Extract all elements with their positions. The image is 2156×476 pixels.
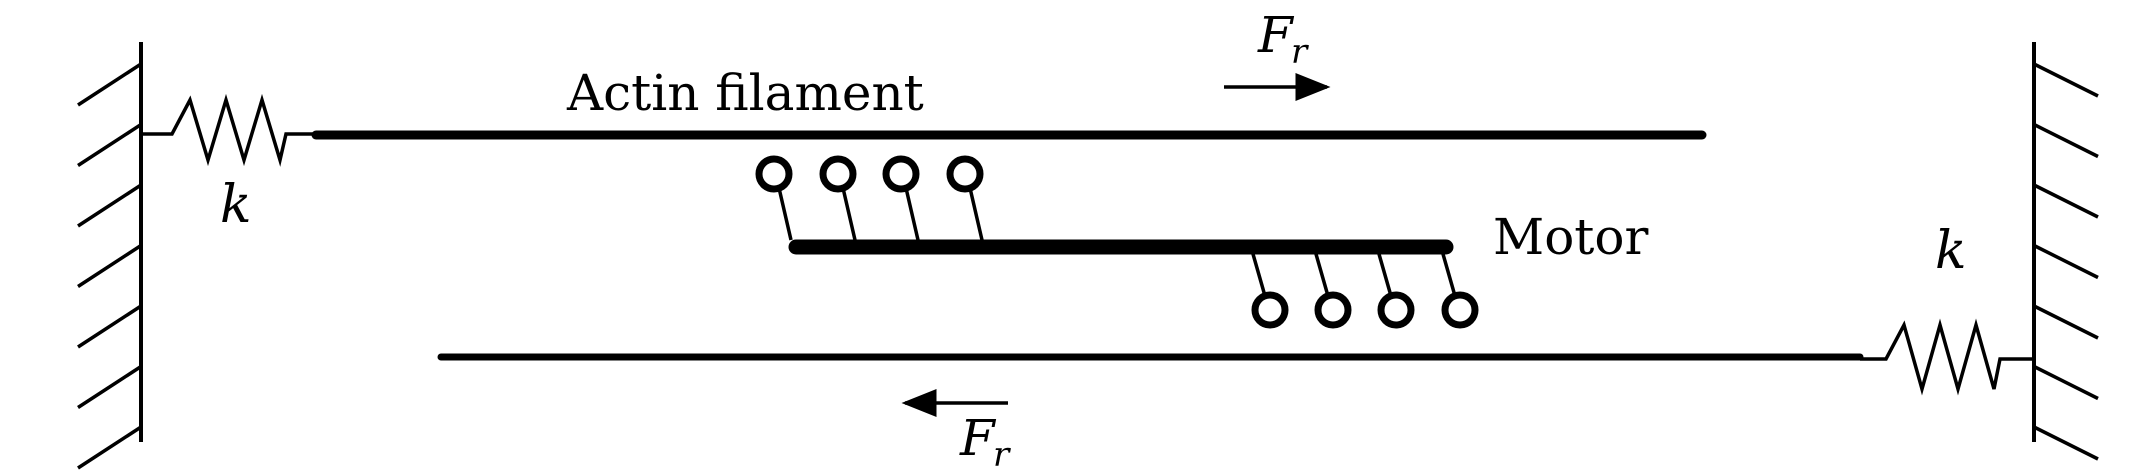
force-label-top-main: F: [1257, 6, 1295, 64]
right-wall-hatch: [2033, 183, 2099, 219]
left-wall-hatch: [77, 123, 142, 167]
force-label-bottom-main: F: [959, 409, 997, 467]
lower-motor-head: [1251, 291, 1289, 329]
lower-motor-head-neck: [1441, 253, 1457, 297]
actin-filament-label: Actin filament: [566, 64, 924, 122]
right-wall-hatch: [2033, 425, 2099, 461]
right-wall-hatch: [2033, 243, 2099, 280]
upper-motor-head-neck: [904, 187, 920, 241]
left-wall-hatches: [77, 62, 142, 470]
right-wall-hatch: [2033, 122, 2099, 159]
lower-motor-head-neck: [1251, 253, 1267, 297]
lower-motor-head-neck: [1314, 253, 1330, 297]
spring-constant-left-label: k: [220, 175, 252, 235]
left-spring: [141, 93, 316, 167]
upper-motor-head: [882, 155, 920, 193]
upper-motor-heads: [755, 155, 984, 241]
lower-motor-head: [1377, 291, 1415, 329]
upper-motor-head-neck: [777, 187, 793, 241]
upper-motor-head: [819, 155, 857, 193]
upper-motor-head-neck: [841, 187, 857, 241]
lower-motor-head-neck: [1377, 253, 1393, 297]
upper-motor-head: [946, 155, 984, 193]
upper-motor-head: [755, 155, 793, 193]
force-label-top: F r: [1257, 6, 1309, 72]
lower-motor-heads: [1251, 253, 1479, 329]
right-wall: [2032, 42, 2099, 461]
right-wall-hatch: [2033, 364, 2099, 401]
left-wall-hatch: [77, 62, 142, 107]
left-wall-hatch: [77, 244, 142, 288]
right-spring: [1860, 318, 2034, 396]
right-wall-hatch: [2033, 304, 2099, 340]
left-wall-hatch: [77, 183, 142, 228]
right-wall-hatch: [2033, 62, 2099, 98]
left-wall-hatch: [77, 365, 142, 409]
left-wall-hatch: [77, 425, 142, 470]
motor-label: Motor: [1493, 208, 1648, 266]
left-wall-hatch: [77, 304, 142, 349]
force-label-bottom: F r: [959, 409, 1011, 475]
lower-motor-head: [1441, 291, 1479, 329]
force-label-bottom-sub: r: [993, 435, 1011, 475]
lower-motor-head: [1314, 291, 1352, 329]
left-wall: [77, 42, 143, 470]
right-wall-hatches: [2033, 62, 2099, 461]
upper-motor-head-neck: [968, 187, 984, 241]
spring-constant-right-label: k: [1935, 221, 1967, 281]
force-label-top-sub: r: [1291, 32, 1309, 72]
